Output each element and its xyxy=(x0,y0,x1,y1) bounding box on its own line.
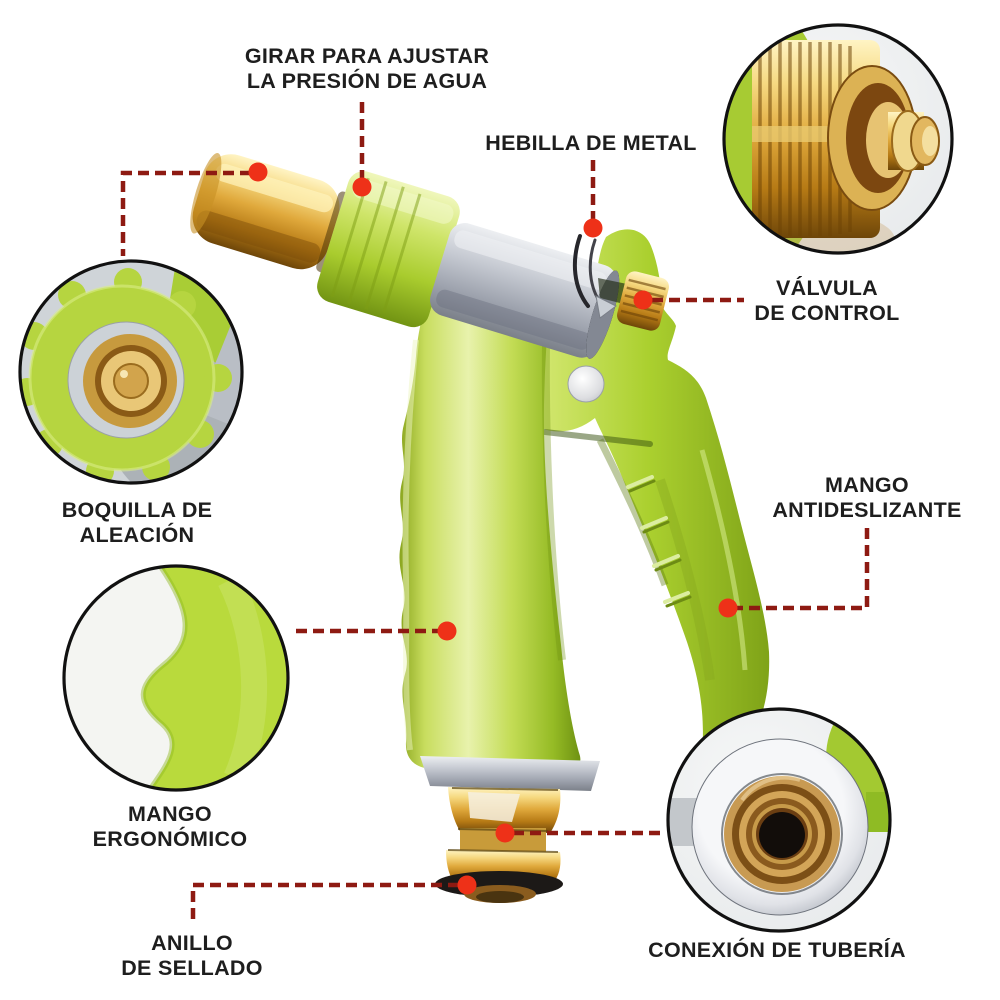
callout-label-antideslizante: MANGO ANTIDESLIZANTE xyxy=(772,473,961,523)
inset-nozzle-knurl xyxy=(722,23,954,255)
connector-collar xyxy=(420,756,600,791)
label-line: DE SELLADO xyxy=(121,956,263,981)
label-line: ANTIDESLIZANTE xyxy=(772,498,962,523)
trigger-pivot xyxy=(567,365,605,403)
trigger-handle xyxy=(526,229,770,772)
callout-dots xyxy=(248,162,738,895)
grip-highlight xyxy=(402,339,419,751)
label-line: BOQUILLA DE xyxy=(61,498,213,522)
label-line: MANGO xyxy=(825,473,909,497)
metal-buckle xyxy=(572,234,617,319)
ergonomic-grip xyxy=(399,262,581,769)
inset-alloy-nozzle xyxy=(18,259,244,485)
inset-pipe-connection xyxy=(666,707,892,933)
grip-shade xyxy=(541,299,566,661)
callout-label-valvula: VÁLVULA DE CONTROL xyxy=(754,276,899,326)
callout-line-boquilla xyxy=(120,170,251,256)
callout-line-anillo xyxy=(190,882,459,924)
callout-label-anillo: ANILLO DE SELLADO xyxy=(121,931,263,981)
callout-dot-boquilla xyxy=(248,162,268,182)
handle-edge-highlight xyxy=(699,449,748,671)
label-line: GIRAR PARA AJUSTAR xyxy=(244,44,490,68)
label-line: HEBILLA DE METAL xyxy=(485,131,697,155)
grip-ribs xyxy=(626,475,692,608)
metal-barrel xyxy=(430,222,617,358)
callout-label-girar: GIRAR PARA AJUSTAR LA PRESIÓN DE AGUA xyxy=(245,44,489,94)
label-line: ALEACIÓN xyxy=(79,523,195,548)
callout-dot-valvula xyxy=(633,290,653,310)
callout-line-antideslizante xyxy=(737,528,870,611)
callout-label-conexion: CONEXIÓN DE TUBERÍA xyxy=(648,938,906,963)
label-line: MANGO xyxy=(128,802,212,826)
callout-dot-conexion xyxy=(495,823,515,843)
label-line: LA PRESIÓN DE AGUA xyxy=(246,69,488,94)
callout-lines xyxy=(120,102,870,924)
trigger-shadow xyxy=(542,429,653,447)
label-line: CONEXIÓN DE TUBERÍA xyxy=(648,938,906,962)
label-line: DE CONTROL xyxy=(754,301,900,326)
callout-label-boquilla: BOQUILLA DE ALEACIÓN xyxy=(62,498,213,548)
callout-label-hebilla: HEBILLA DE METAL xyxy=(485,131,696,156)
callout-dot-antideslizante xyxy=(718,598,738,618)
label-line: ERGONÓMICO xyxy=(92,827,248,852)
label-line: VÁLVULA xyxy=(775,276,879,300)
barrel-assembly xyxy=(190,153,620,359)
callout-dot-hebilla xyxy=(583,218,603,238)
callout-dot-girar xyxy=(352,177,372,197)
inset-handle-edge xyxy=(62,564,290,792)
callout-dot-ergonomico xyxy=(437,621,457,641)
label-line: ANILLO xyxy=(151,931,233,955)
callout-label-ergonomico: MANGO ERGONÓMICO xyxy=(93,802,248,852)
callout-dot-anillo xyxy=(457,875,477,895)
handle-groove xyxy=(655,478,715,681)
